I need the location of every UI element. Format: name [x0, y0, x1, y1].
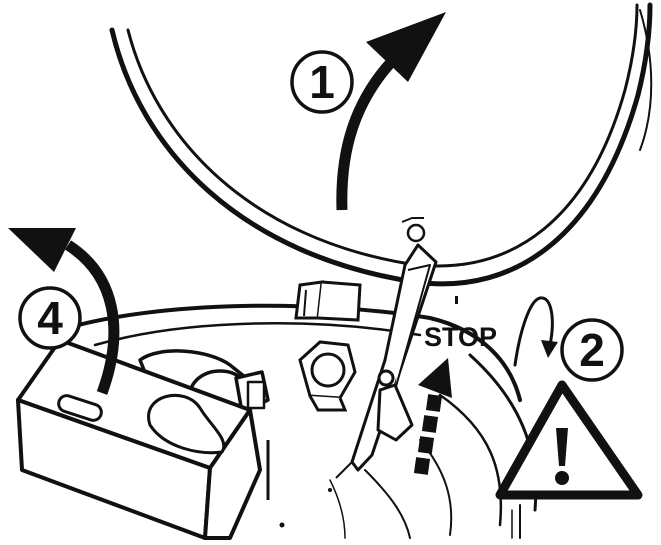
step-1-badge: 1 [292, 52, 352, 112]
hinge-block [296, 282, 360, 320]
step-1-label: 1 [309, 56, 335, 108]
step-2-badge: 2 [562, 320, 622, 380]
arrow-2 [515, 298, 558, 365]
stop-label: STOP [424, 322, 497, 352]
step-2-label: 2 [579, 324, 605, 376]
step-4-label: 4 [37, 292, 63, 344]
bolt-nut [300, 342, 355, 410]
step-4-badge: 4 [20, 288, 80, 348]
arrow-1 [342, 12, 446, 210]
